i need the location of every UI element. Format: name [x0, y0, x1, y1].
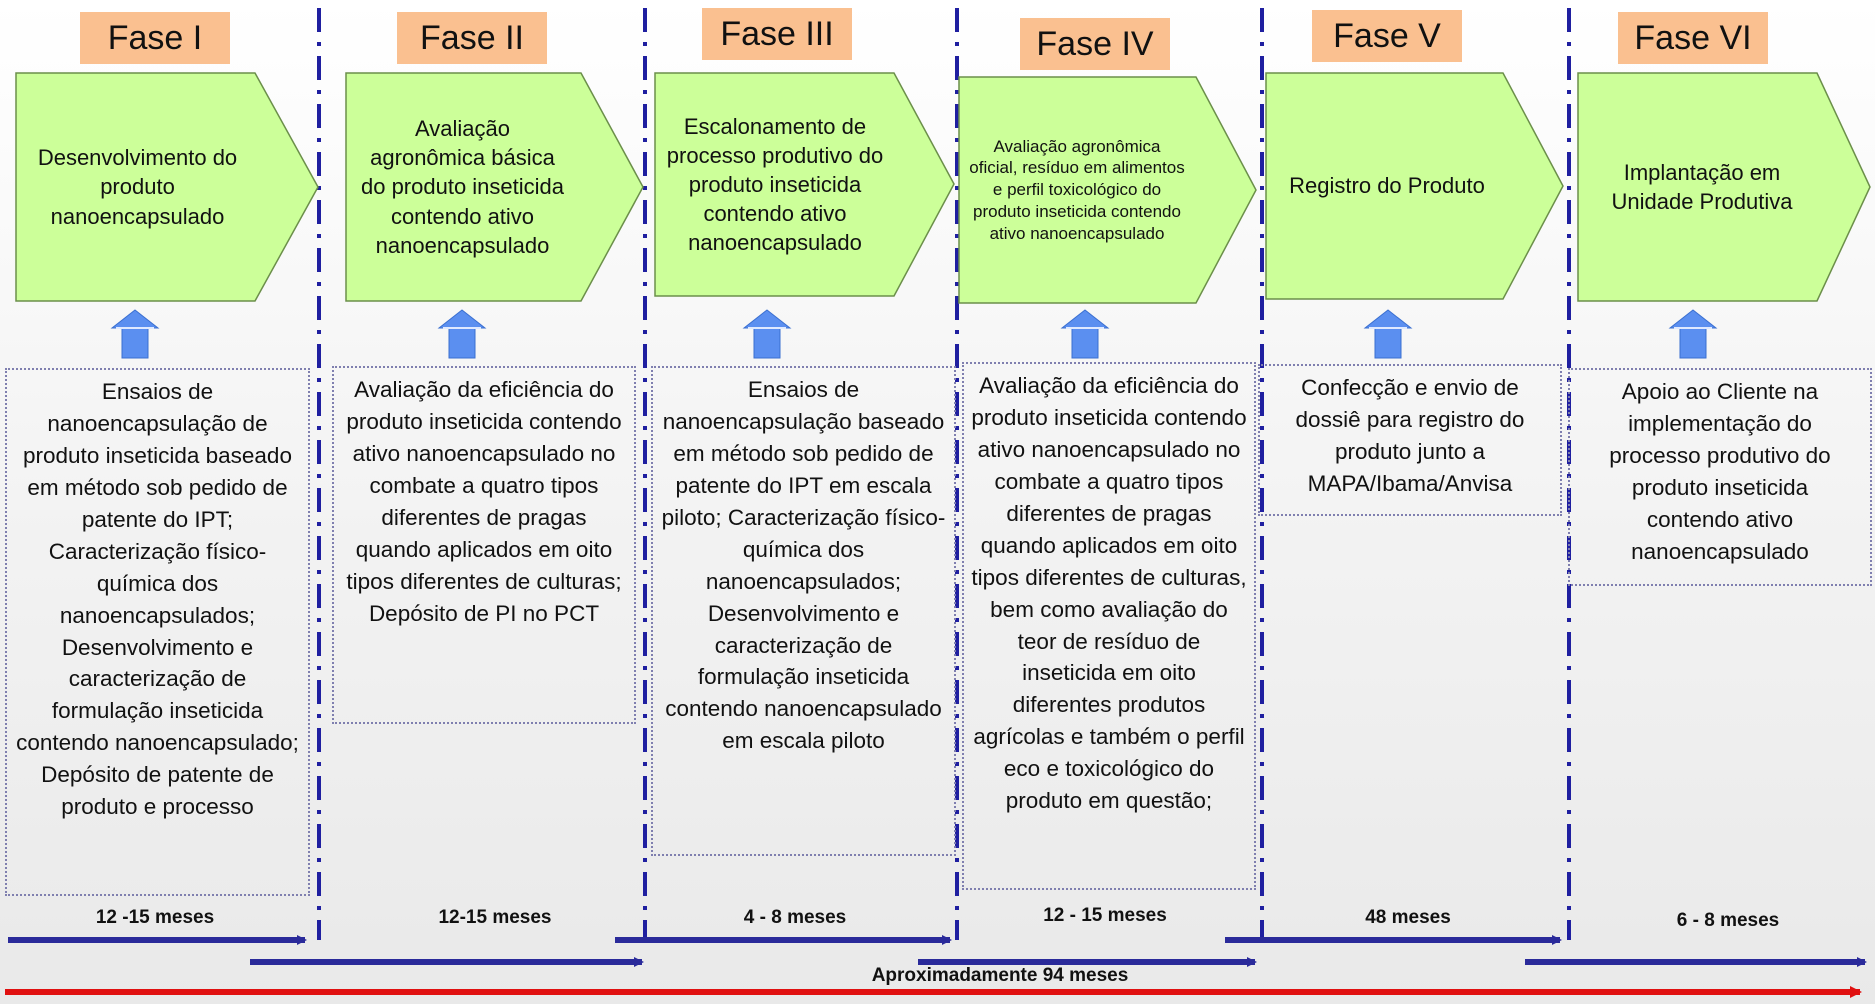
phase-title: Avaliação agronômica oficial, resíduo em…	[969, 136, 1185, 243]
phase-divider	[1260, 8, 1264, 940]
pentagon-arrow-shape	[958, 76, 1257, 304]
phase-label: Fase V	[1312, 10, 1462, 62]
phase-duration: 48 meses	[1365, 907, 1451, 928]
phase-duration: 4 - 8 meses	[743, 907, 847, 928]
up-arrow-icon	[1363, 309, 1413, 359]
phase-label: Fase I	[80, 12, 230, 64]
phase-description-box: Avaliação da eficiência do produto inset…	[962, 362, 1256, 890]
phase-title: Desenvolvimento do produto nanoencapsula…	[37, 145, 238, 229]
phase-duration: 6 - 8 meses	[1676, 910, 1780, 931]
phase-description-box: Confecção e envio de dossiê para registr…	[1258, 364, 1562, 516]
phase-label: Fase II	[397, 12, 547, 64]
up-arrow-icon	[1060, 309, 1110, 359]
phase-title: Escalonamento de processo produtivo do p…	[666, 113, 884, 256]
pentagon-arrow-shape	[15, 72, 319, 302]
phase-description-box: Ensaios de nanoencapsulação baseado em m…	[651, 366, 956, 856]
phase-description: Apoio ao Cliente na implementação do pro…	[1609, 379, 1831, 564]
phase-title: Registro do Produto	[1289, 173, 1485, 199]
phase-divider	[643, 8, 647, 940]
up-arrow-icon	[110, 309, 160, 359]
phase-description: Ensaios de nanoencapsulação de produto i…	[16, 379, 299, 820]
phase-description: Avaliação da eficiência do produto inset…	[346, 377, 622, 626]
pentagon-arrow-shape	[345, 72, 644, 302]
phase-title-arrow: Desenvolvimento do produto nanoencapsula…	[15, 72, 320, 302]
phase-description-box: Avaliação da eficiência do produto inset…	[332, 366, 636, 724]
phase-description: Confecção e envio de dossiê para registr…	[1295, 375, 1525, 496]
pentagon-arrow-shape	[654, 72, 955, 297]
pentagon-arrow-shape	[1265, 72, 1564, 300]
phase-title-arrow: Registro do Produto	[1265, 72, 1565, 300]
phase-label: Fase VI	[1618, 12, 1768, 64]
phase-duration: 12 -15 meses	[95, 907, 215, 928]
phase-description-box: Ensaios de nanoencapsulação de produto i…	[5, 368, 310, 896]
phase-title-arrow: Escalonamento de processo produtivo do p…	[654, 72, 956, 297]
total-duration-label: Aproximadamente 94 meses	[871, 965, 1129, 986]
up-arrow-icon	[437, 309, 487, 359]
up-arrow-icon	[742, 309, 792, 359]
phase-divider	[955, 8, 959, 940]
phase-title: Implantação em Unidade Produtiva	[1611, 159, 1793, 214]
phase-description-box: Apoio ao Cliente na implementação do pro…	[1568, 368, 1872, 586]
phase-duration: 12 - 15 meses	[1043, 905, 1167, 926]
phase-title-arrow: Avaliação agronômica básica do produto i…	[345, 72, 645, 302]
phase-title-arrow: Avaliação agronômica oficial, resíduo em…	[958, 76, 1258, 304]
phase-divider	[317, 8, 321, 940]
phase-label: Fase IV	[1020, 18, 1170, 70]
phase-title: Avaliação agronômica básica do produto i…	[360, 116, 565, 258]
pentagon-arrow-shape	[1577, 72, 1871, 302]
phase-label: Fase III	[702, 8, 852, 60]
phase-description: Ensaios de nanoencapsulação baseado em m…	[661, 377, 946, 754]
phase-timeline-arrows	[8, 935, 1867, 967]
up-arrow-icon	[1668, 309, 1718, 359]
phase-duration: 12-15 meses	[438, 907, 552, 928]
phase-title-arrow: Implantação em Unidade Produtiva	[1577, 72, 1872, 302]
phase-description: Avaliação da eficiência do produto inset…	[971, 373, 1247, 814]
